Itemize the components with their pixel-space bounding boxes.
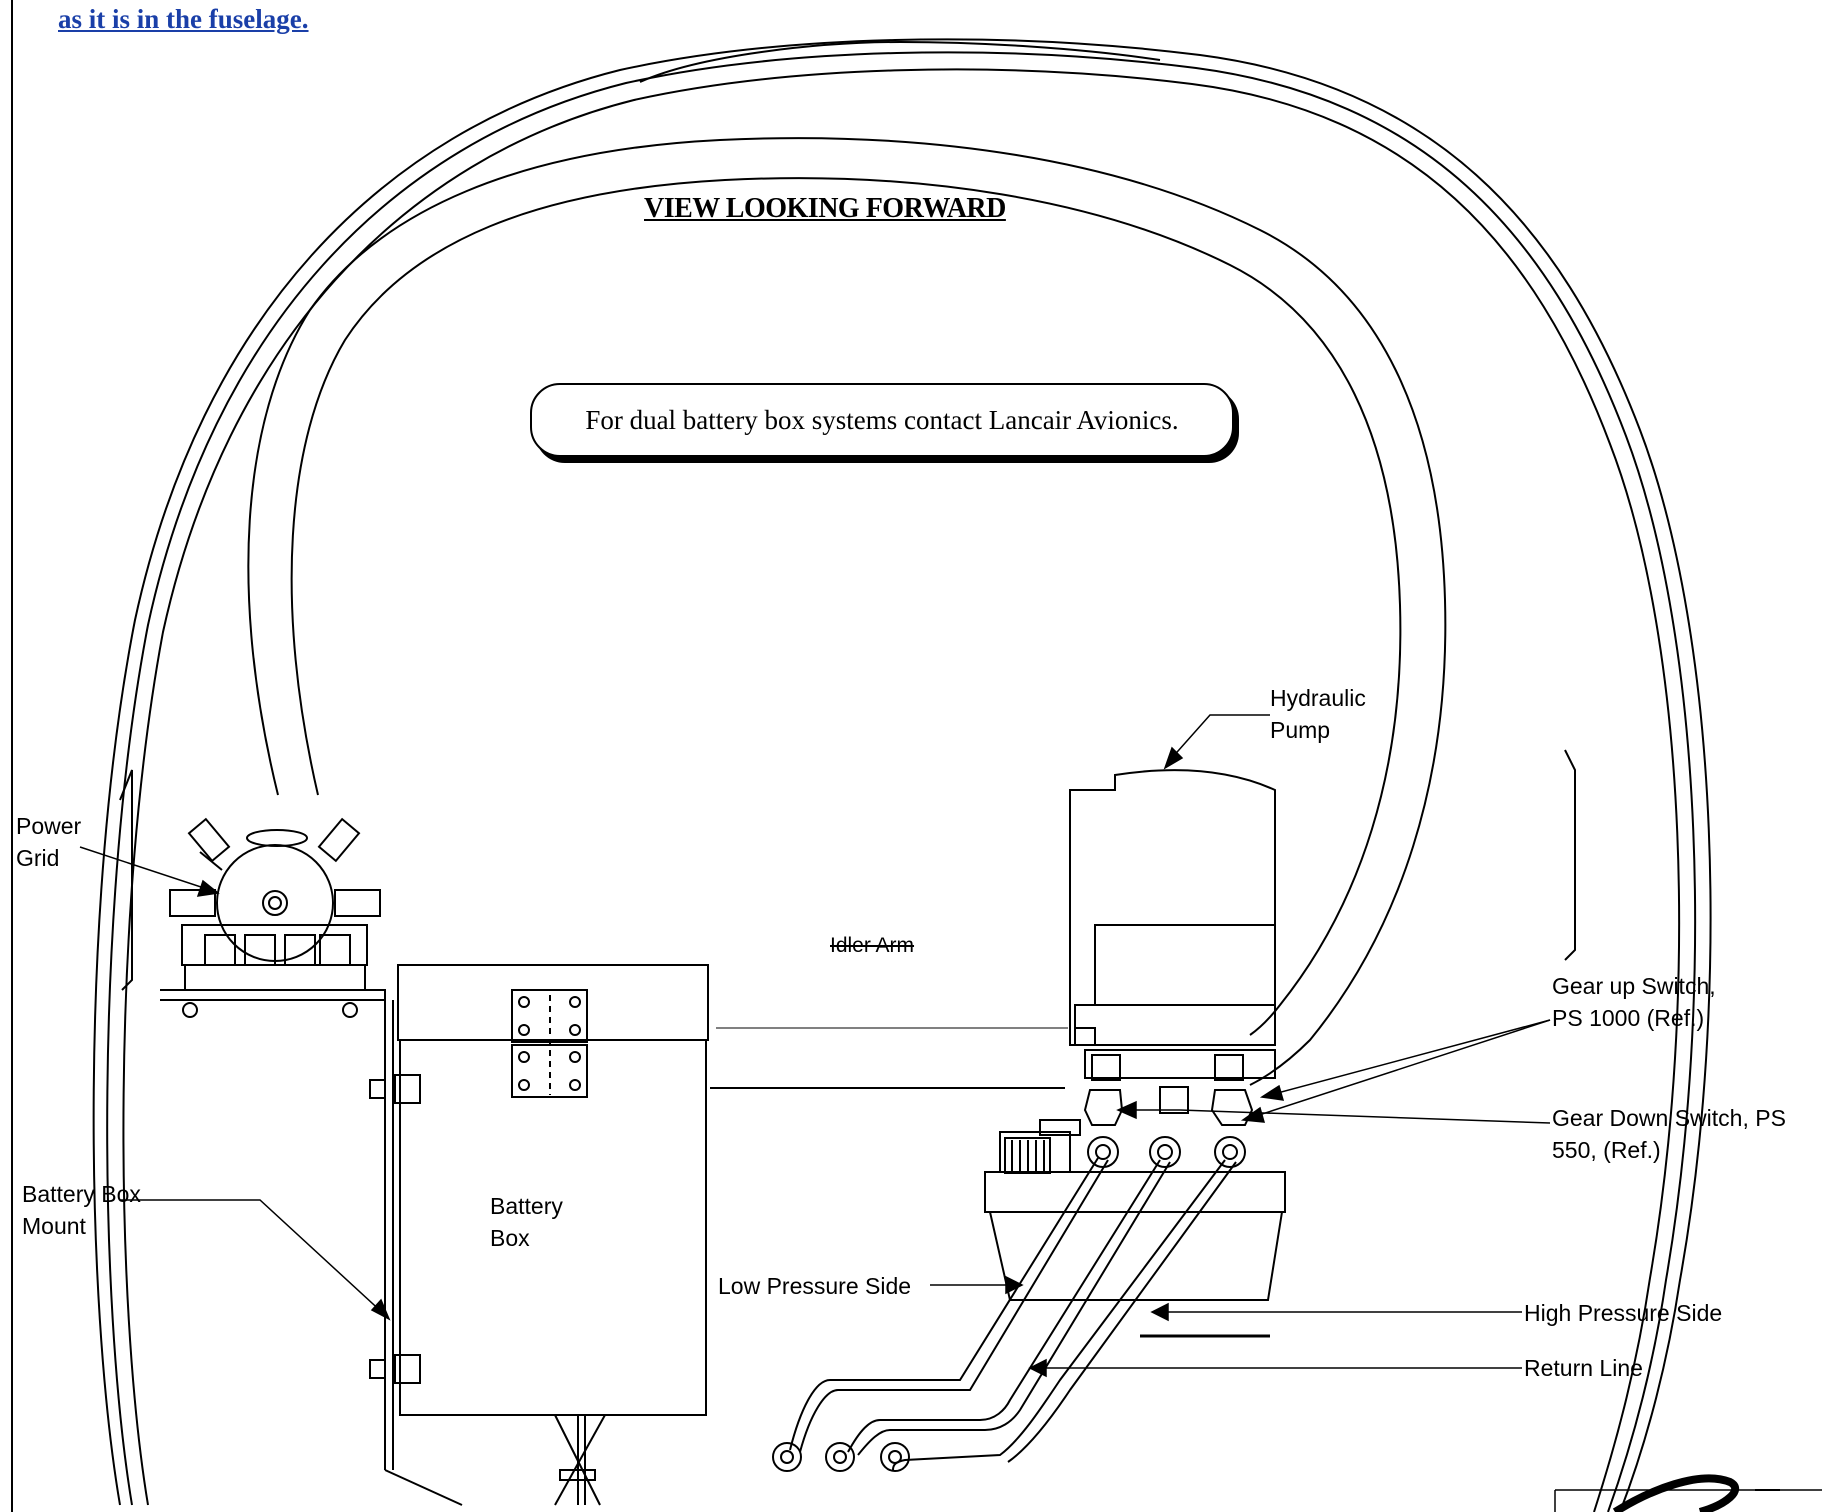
- leader-lines: [79, 714, 1551, 1378]
- label-gear-up-line1: Gear up Switch,: [1552, 973, 1716, 999]
- lancair-logo: [1554, 1474, 1822, 1512]
- diagram-title: VIEW LOOKING FORWARD: [644, 193, 1006, 224]
- label-gear-up-line2: PS 1000 (Ref.): [1552, 1005, 1705, 1031]
- label-battery-box-mount-line2: Mount: [22, 1213, 86, 1239]
- top-fairing: [639, 40, 1161, 83]
- side-strip-right: [1564, 749, 1576, 961]
- label-battery-box-line2: Box: [490, 1225, 530, 1251]
- label-battery-box-line1: Battery: [490, 1193, 563, 1219]
- label-hydraulic-pump: Hydraulic Pump: [1270, 682, 1366, 746]
- label-gear-down-line1: Gear Down Switch, PS: [1552, 1105, 1786, 1131]
- inner-tunnel-inner: [290, 177, 1402, 1036]
- note-box: For dual battery box systems contact Lan…: [530, 383, 1234, 457]
- label-gear-down-line2: 550, (Ref.): [1552, 1137, 1661, 1163]
- battery-box: [397, 964, 709, 1416]
- label-hydraulic-pump-line2: Pump: [1270, 717, 1331, 743]
- label-battery-box-mount: Battery Box Mount: [22, 1178, 141, 1242]
- fuselage-outer-contour-2: [106, 51, 1697, 1512]
- fuselage-outer-contour-3: [122, 68, 1681, 1512]
- hydraulic-pump: [984, 769, 1286, 1338]
- label-hydraulic-pump-line1: Hydraulic: [1270, 685, 1366, 711]
- label-idler-arm: Idler Arm: [830, 934, 915, 957]
- side-strip-left: [119, 769, 133, 991]
- label-battery-box: Battery Box: [490, 1190, 563, 1254]
- label-high-pressure-side: High Pressure Side: [1524, 1300, 1723, 1326]
- label-low-pressure-side: Low Pressure Side: [718, 1273, 912, 1299]
- header-text: as it is in the fuselage.: [58, 4, 309, 34]
- label-power-grid: Power Grid: [16, 810, 81, 874]
- battery-box-mount: [160, 989, 463, 1506]
- label-power-grid-line1: Power: [16, 813, 82, 839]
- label-gear-up-switch: Gear up Switch, PS 1000 (Ref.): [1552, 970, 1716, 1034]
- inner-tunnel-outer: [247, 137, 1447, 1086]
- note-text: For dual battery box systems contact Lan…: [585, 404, 1179, 435]
- fuselage-outer-contour: [92, 38, 1712, 1512]
- label-return-line: Return Line: [1524, 1355, 1643, 1381]
- power-grid-device: [169, 817, 381, 1018]
- label-battery-box-mount-line1: Battery Box: [22, 1181, 141, 1207]
- label-gear-down-switch: Gear Down Switch, PS 550, (Ref.): [1552, 1102, 1786, 1166]
- hydraulic-lines: [772, 1157, 1237, 1472]
- label-power-grid-line2: Grid: [16, 845, 60, 871]
- bottom-brace: [554, 1414, 606, 1506]
